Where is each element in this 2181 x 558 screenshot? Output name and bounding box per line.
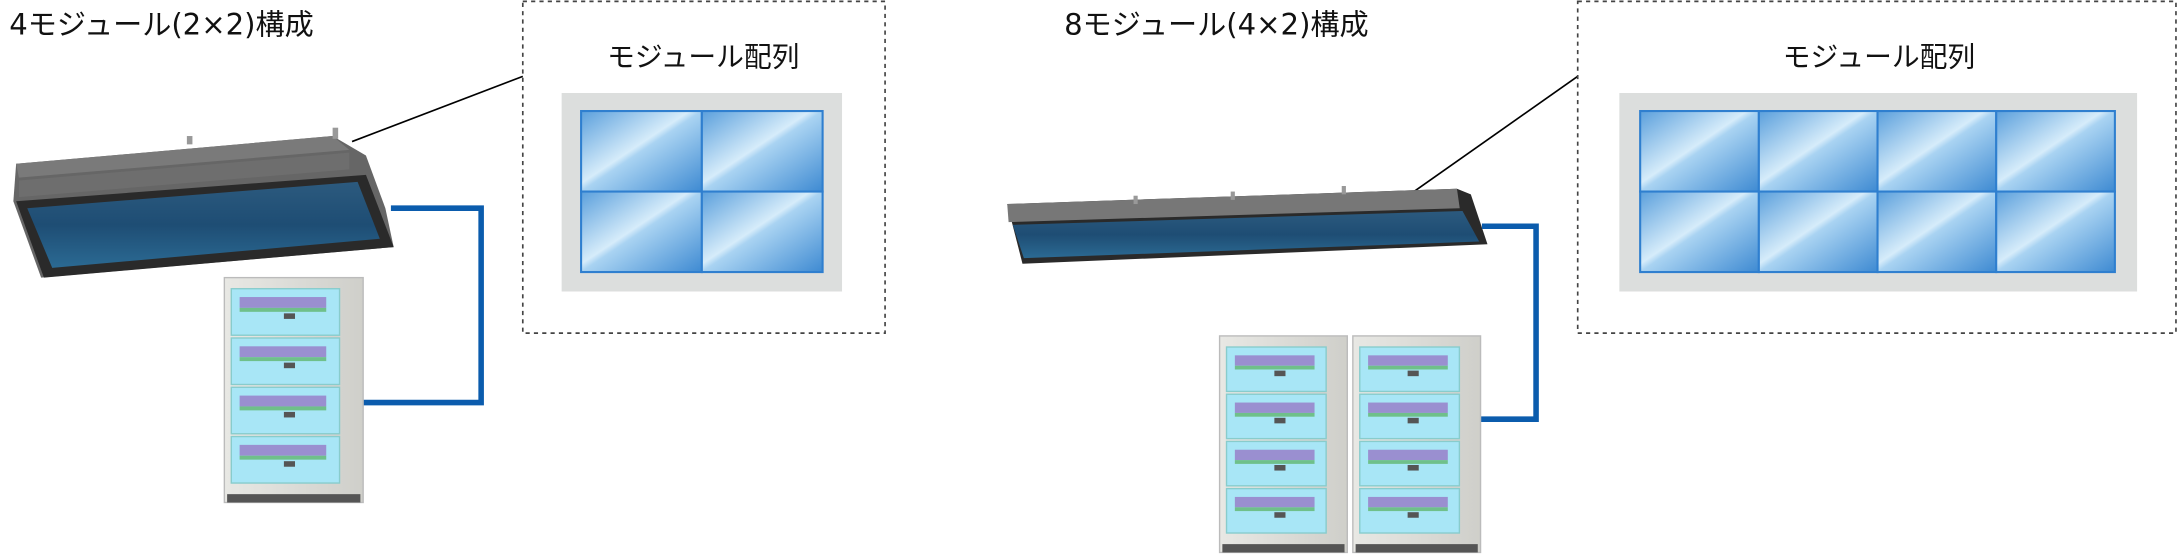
module-tile [1639, 190, 1760, 274]
light-source-unit [13, 127, 394, 278]
power-supply-rack [1218, 335, 1348, 554]
module-tile [700, 190, 824, 274]
rack-module [230, 288, 341, 336]
power-supply-racks [223, 276, 364, 504]
leader-line [1413, 75, 1579, 193]
rack-module [230, 386, 341, 435]
light-source-unit [1007, 186, 1488, 264]
left-array-label: モジュール配列 [607, 41, 799, 74]
leader-line [351, 75, 524, 143]
right-title: 8モジュール(4×2)構成 [1064, 8, 1369, 42]
cable [1473, 223, 1539, 422]
detail-callout-box [521, 0, 886, 334]
module-tile [580, 110, 703, 193]
power-supply-rack [1352, 335, 1482, 554]
power-supply-racks [1218, 335, 1482, 554]
module-tile [1757, 190, 1879, 274]
left-configuration: 4モジュール(2×2)構成 モジュール配列 [9, 0, 886, 504]
module-tile [1995, 110, 2116, 193]
left-title: 4モジュール(2×2)構成 [9, 8, 314, 42]
module-tile [1876, 110, 1998, 193]
module-tile [1757, 110, 1879, 193]
module-tile [1639, 110, 1760, 193]
module-tile [1876, 190, 1998, 274]
power-supply-rack [223, 276, 364, 504]
right-array-label: モジュール配列 [1783, 41, 1975, 74]
cable [356, 205, 484, 406]
detail-callout-box [1576, 0, 2177, 334]
module-grid [1639, 110, 2116, 274]
rack-module [230, 435, 341, 484]
module-tile [1995, 190, 2116, 274]
rack-module [230, 337, 341, 386]
module-tile [700, 110, 824, 193]
right-configuration: 8モジュール(4×2)構成 モジュール配列 [1007, 0, 2177, 554]
module-grid [580, 110, 824, 274]
module-tile [580, 190, 703, 274]
